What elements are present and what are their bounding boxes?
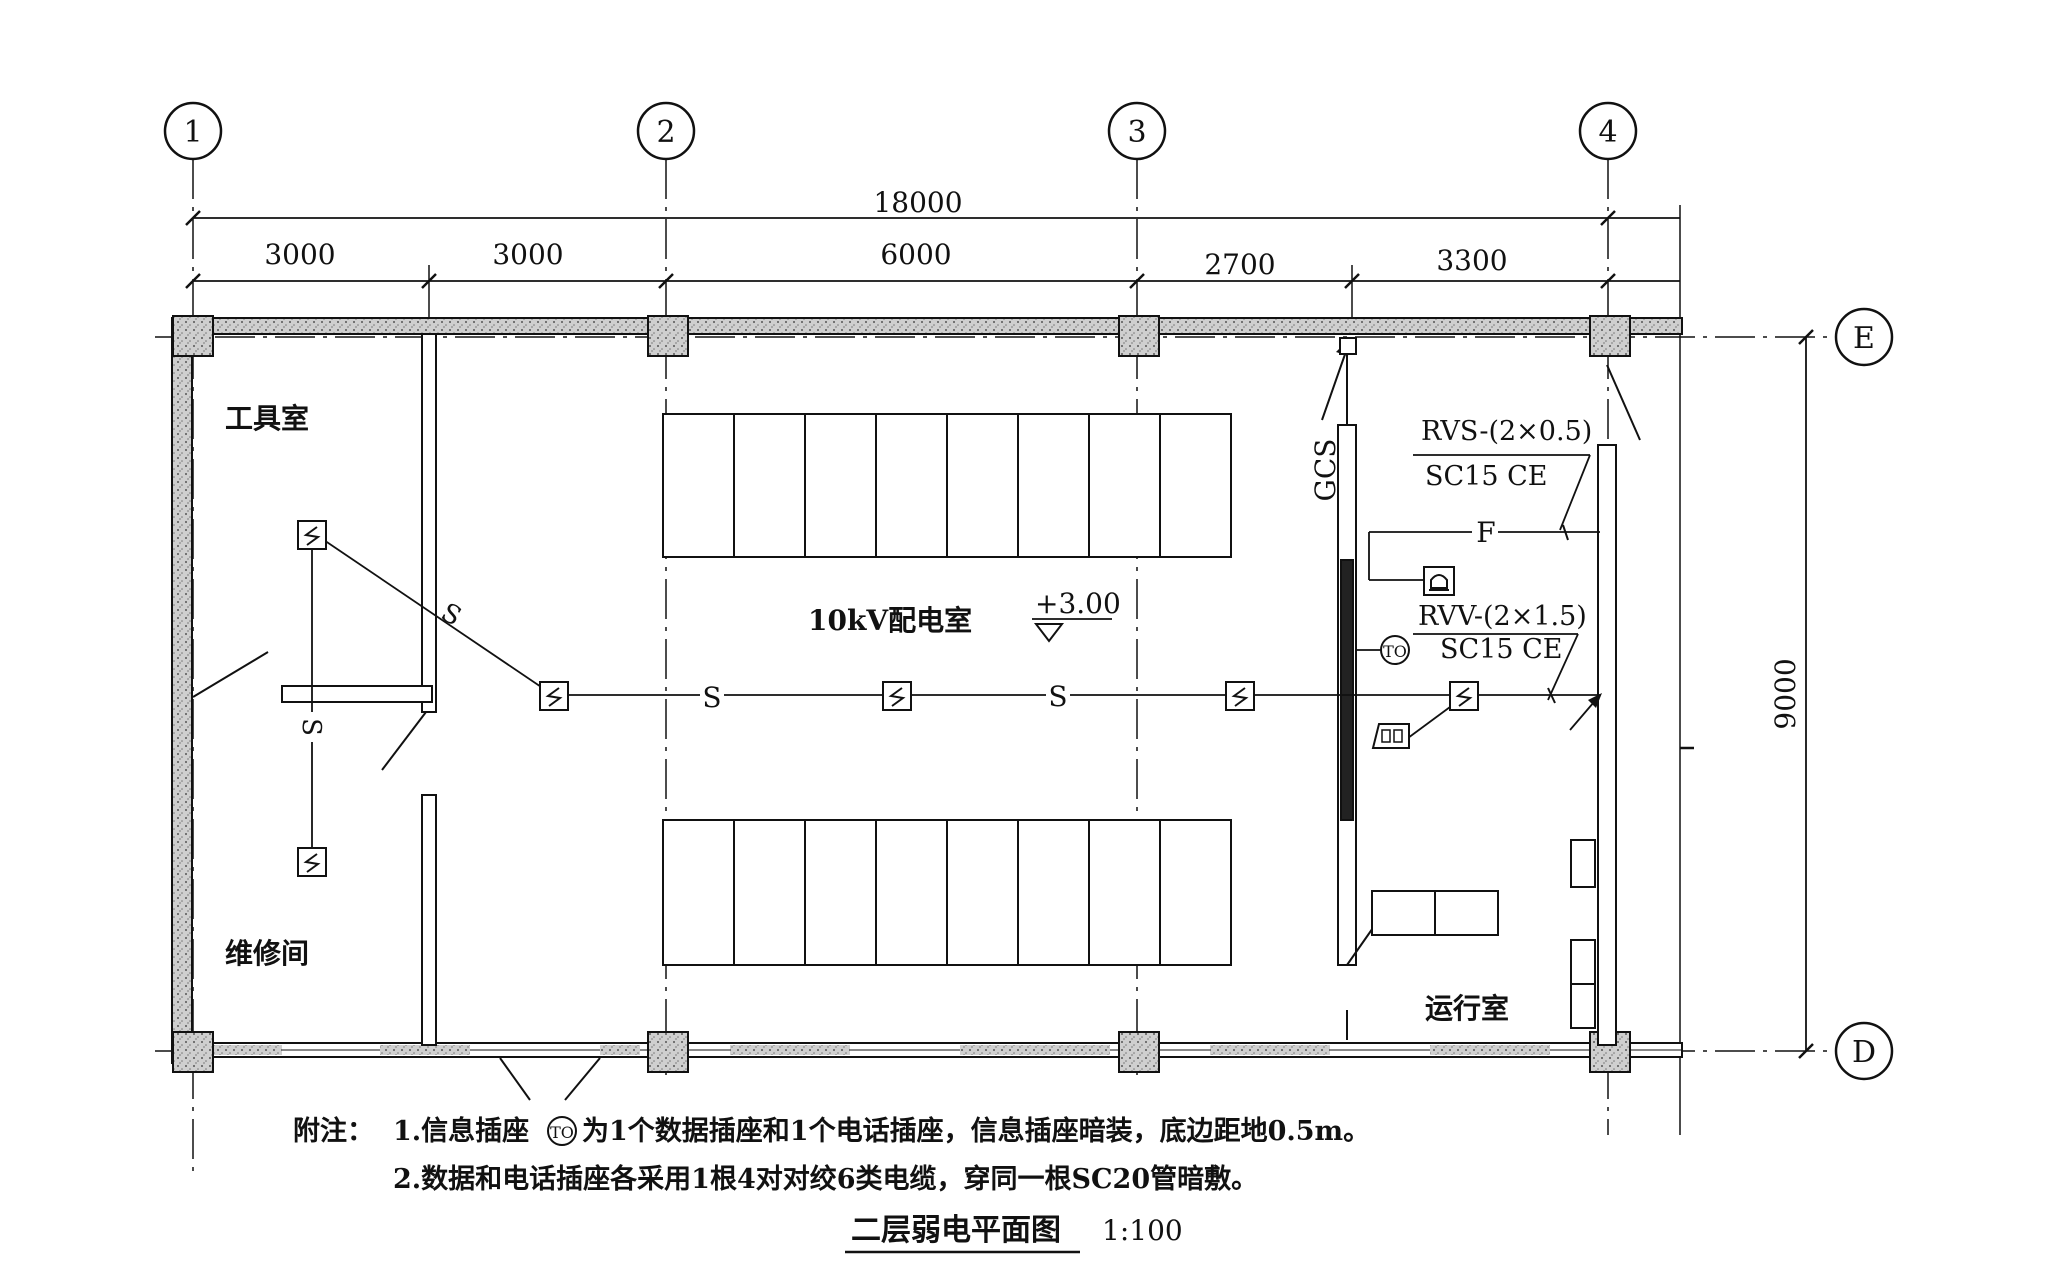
room-label-tool-room: 工具室: [225, 402, 309, 435]
to-symbol-inline: [547, 1116, 577, 1146]
svg-text:4: 4: [1598, 115, 1617, 150]
note-2: 2.数据和电话插座各采用1根4对对绞6类电缆，穿同一根SC20管暗敷。: [393, 1163, 1258, 1195]
svg-text:TO: TO: [550, 1123, 574, 1142]
svg-text:S: S: [436, 598, 466, 633]
svg-text:3300: 3300: [1436, 244, 1507, 277]
switchgear-row-top: [662, 413, 1232, 558]
sensor-box: [882, 681, 912, 711]
note-1-part-b: 为1个数据插座和1个电话插座，信息插座暗装，底边距地0.5m。: [582, 1115, 1370, 1147]
svg-text:S: S: [296, 718, 326, 736]
exterior-walls: [171, 317, 1683, 1064]
fire-alarm-line: F: [1368, 516, 1600, 581]
sensor-box: [297, 520, 327, 550]
dimension-height: 9000: [1680, 329, 1814, 1059]
svg-text:二层弱电平面图: 二层弱电平面图: [851, 1213, 1061, 1248]
rvs-cable-note: RVS-(2×0.5) SC15 CE: [1413, 416, 1592, 531]
svg-text:GCS: GCS: [1309, 439, 1342, 502]
svg-text:3: 3: [1127, 115, 1146, 150]
dimension-total: 18000: [185, 186, 1681, 1135]
row-axis-E: E: [155, 307, 1894, 367]
room-label-repair-room: 维修间: [225, 937, 309, 970]
svg-text:+3.00: +3.00: [1035, 587, 1121, 620]
column-axis-3: 3: [1107, 101, 1167, 1075]
svg-text:RVS-(2×0.5): RVS-(2×0.5): [1421, 416, 1592, 447]
svg-text:SC15 CE: SC15 CE: [1425, 461, 1547, 492]
svg-text:2700: 2700: [1204, 248, 1275, 281]
svg-text:3000: 3000: [264, 238, 335, 271]
s-line-labels: S S S S: [296, 598, 1070, 742]
notes-block: 附注： 1.信息插座 TO 为1个数据插座和1个电话插座，信息插座暗装，底边距地…: [293, 1115, 1370, 1195]
room-label-switch-room: 10kV配电室: [808, 604, 972, 637]
svg-text:2: 2: [656, 115, 675, 150]
sensor-box: [297, 847, 327, 877]
svg-text:1:100: 1:100: [1102, 1214, 1183, 1247]
information-outlet-icon: TO: [1356, 635, 1410, 665]
drawing-title: 二层弱电平面图 1:100: [845, 1213, 1183, 1254]
gcs-riser: GCS: [1309, 337, 1357, 502]
rvv-cable-note: RVV-(2×1.5) SC15 CE: [1413, 601, 1602, 731]
note-1-part-a: 1.信息插座: [393, 1115, 529, 1147]
room-label-operation-room: 运行室: [1425, 992, 1509, 1025]
column-axis-2: 2: [636, 101, 696, 1075]
dimension-spans: 3000 3000 6000 2700 3300: [185, 238, 1680, 330]
svg-text:TO: TO: [1383, 642, 1407, 661]
sensor-wiring: [311, 531, 1600, 862]
svg-text:E: E: [1853, 321, 1875, 356]
svg-text:D: D: [1852, 1035, 1876, 1070]
sensor-box: [1225, 681, 1255, 711]
panel-device-icon: [1371, 706, 1451, 749]
sensor-box: [1449, 681, 1479, 711]
svg-text:S: S: [1048, 680, 1067, 713]
svg-text:6000: 6000: [880, 238, 951, 271]
svg-text:9000: 9000: [1769, 658, 1802, 729]
elevation-mark: +3.00: [1032, 587, 1121, 643]
svg-text:3000: 3000: [492, 238, 563, 271]
svg-text:SC15 CE: SC15 CE: [1440, 634, 1562, 665]
svg-text:S: S: [702, 681, 721, 714]
svg-text:F: F: [1476, 516, 1495, 549]
notes-prefix: 附注：: [293, 1115, 374, 1147]
svg-text:RVV-(2×1.5): RVV-(2×1.5): [1418, 601, 1587, 632]
sensor-box: [539, 681, 569, 711]
svg-text:18000: 18000: [873, 186, 962, 219]
switchgear-row-bottom: [662, 819, 1232, 966]
interior-partitions: [281, 333, 1617, 1046]
alarm-device-icon: [1423, 566, 1455, 596]
svg-text:1: 1: [183, 115, 202, 150]
operation-room-furniture: [1371, 839, 1596, 1029]
